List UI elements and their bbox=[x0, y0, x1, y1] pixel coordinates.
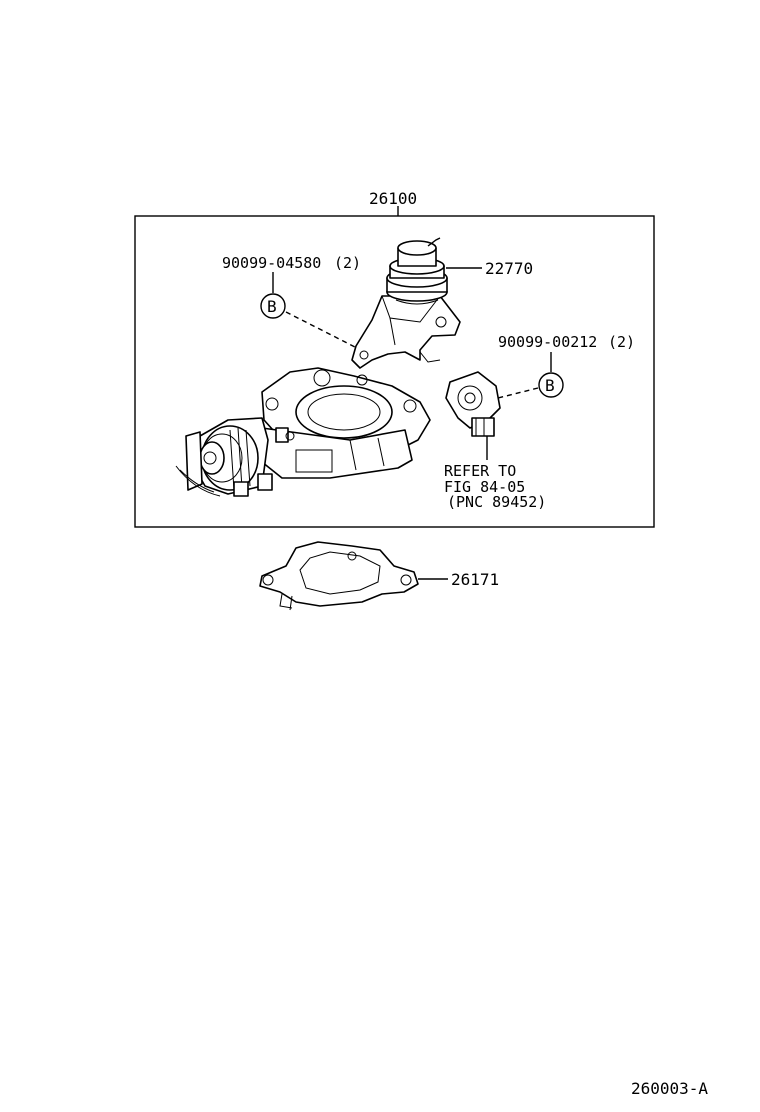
throttle-body-illustration bbox=[175, 367, 431, 497]
ref-marker-right: B bbox=[538, 372, 564, 398]
assembly-box bbox=[134, 215, 655, 528]
bolt-left-dashed-line bbox=[285, 311, 356, 348]
gasket-illustration bbox=[259, 541, 419, 611]
svg-text:B: B bbox=[545, 376, 555, 395]
vsv-part-number: 22770 bbox=[485, 259, 533, 278]
refer-line-2: FIG 84-05 bbox=[444, 478, 525, 496]
bolt-left-qty: (2) bbox=[334, 254, 361, 272]
refer-line-3: (PNC 89452) bbox=[447, 493, 546, 511]
figure-code: 260003-A bbox=[631, 1079, 708, 1098]
ref-marker-left: B bbox=[260, 293, 286, 319]
svg-text:B: B bbox=[267, 297, 277, 316]
assembly-part-number: 26100 bbox=[369, 189, 417, 208]
gasket-part-number: 26171 bbox=[451, 570, 499, 589]
bolt-right-qty: (2) bbox=[608, 333, 635, 351]
vsv-illustration bbox=[351, 237, 461, 369]
refer-line-1: REFER TO bbox=[444, 462, 516, 480]
tps-illustration bbox=[445, 371, 501, 437]
bolt-left-part-number: 90099-04580 bbox=[222, 254, 321, 272]
bolt-right-part-number: 90099-00212 bbox=[498, 333, 597, 351]
